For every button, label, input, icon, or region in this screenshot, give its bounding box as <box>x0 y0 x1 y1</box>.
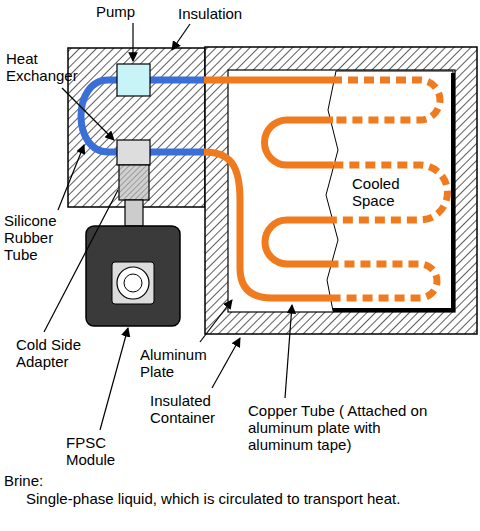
insulation-block <box>68 48 205 207</box>
copper-tube <box>204 80 447 298</box>
heat-exchanger-symbol <box>117 140 150 165</box>
part-label: Pump <box>96 3 156 20</box>
fpsc-icon-inner <box>124 274 142 292</box>
fpsc-icon <box>117 267 149 299</box>
part-label: Insulation <box>178 5 268 22</box>
adapter-stem <box>125 200 143 226</box>
region-label: Cooled Space <box>352 175 432 209</box>
part-label: Heat Exchanger <box>6 50 86 84</box>
insulated-container <box>205 47 477 334</box>
fpsc-face <box>112 262 154 304</box>
part-label: Insulated Container <box>150 392 234 426</box>
part-label: Copper Tube ( Attached on aluminum plate… <box>248 402 444 453</box>
leader-line <box>44 23 292 430</box>
part-label: FPSC Module <box>66 434 136 468</box>
part-label: Cold Side Adapter <box>16 336 102 370</box>
part-label: Aluminum Plate <box>140 346 220 380</box>
aluminum-plate <box>228 70 455 312</box>
cut-line <box>326 71 338 311</box>
note-heading: Brine: <box>4 472 84 489</box>
fpsc-module <box>86 226 180 326</box>
cold-side-adapter <box>119 165 149 200</box>
note-text: Single-phase liquid, which is circulated… <box>26 490 426 507</box>
pump-symbol <box>117 64 150 96</box>
cooled-space-outline <box>333 71 453 310</box>
part-label: Silicone Rubber Tube <box>4 212 70 263</box>
